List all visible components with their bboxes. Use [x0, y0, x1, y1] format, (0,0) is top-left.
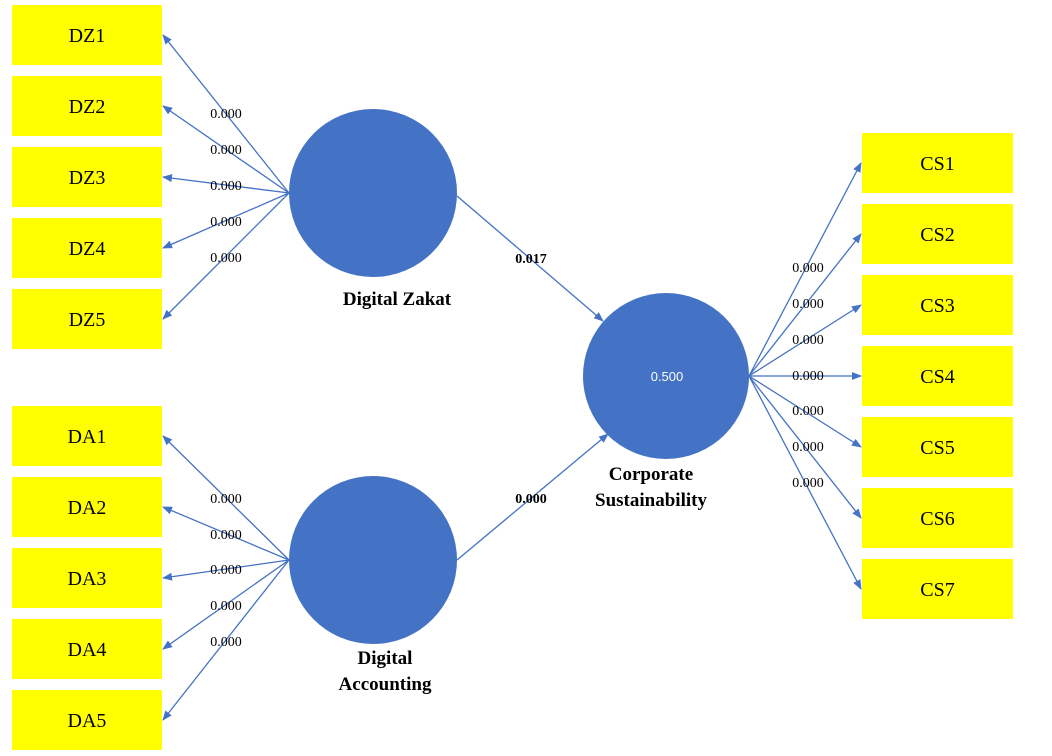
- latent-label-digital-accounting-line2: Accounting: [339, 674, 432, 695]
- loading-dz-5: 0.000: [210, 251, 242, 266]
- loading-arrow-cs-3: [748, 304, 862, 377]
- loading-arrow-cs-5: [748, 375, 862, 448]
- indicator-dz2-label: DZ2: [69, 96, 106, 118]
- indicator-dz3: DZ3: [12, 147, 162, 207]
- r-squared-corporate-sustainability: 0.500: [651, 369, 684, 384]
- path-coefficient-da-to-cs: 0.000: [515, 492, 547, 507]
- indicator-cs4-label: CS4: [920, 366, 954, 388]
- latent-label-digital-accounting-line1: Digital: [358, 648, 413, 669]
- indicator-dz1-label: DZ1: [69, 25, 106, 47]
- loading-arrow-cs-2: [748, 233, 862, 377]
- loading-cs-1: 0.000: [792, 261, 824, 276]
- indicator-dz4: DZ4: [12, 218, 162, 278]
- loading-arrow-cs-1: [748, 162, 862, 377]
- indicator-cs2: CS2: [862, 204, 1013, 264]
- indicator-cs3: CS3: [862, 275, 1013, 335]
- loading-cs-4: 0.000: [792, 369, 824, 384]
- indicator-da4-label: DA4: [68, 639, 107, 661]
- indicator-cs1-label: CS1: [920, 153, 954, 175]
- latent-digital-accounting: [289, 476, 457, 644]
- indicator-dz3-label: DZ3: [69, 167, 106, 189]
- indicator-dz2: DZ2: [12, 76, 162, 136]
- indicator-cs6-label: CS6: [920, 508, 954, 530]
- indicator-cs4: CS4: [862, 346, 1013, 406]
- indicator-dz5: DZ5: [12, 289, 162, 349]
- loading-arrow-da-1: [162, 435, 290, 561]
- latent-label-digital-zakat: Digital Zakat: [343, 289, 452, 310]
- latent-corporate-sustainability: [583, 293, 749, 459]
- indicator-cs1: CS1: [862, 133, 1013, 193]
- loading-cs-7: 0.000: [792, 476, 824, 491]
- path-arrow-dz-to-cs: [456, 195, 604, 322]
- indicator-cs7: CS7: [862, 559, 1013, 619]
- loading-arrow-da-4: [162, 559, 290, 650]
- loading-da-2: 0.000: [210, 528, 242, 543]
- path-arrow-da-to-cs: [456, 433, 609, 561]
- loading-arrow-da-2: [162, 506, 290, 561]
- indicator-dz4-label: DZ4: [69, 238, 106, 260]
- loading-da-1: 0.000: [210, 492, 242, 507]
- indicator-cs6: CS6: [862, 488, 1013, 548]
- loading-arrow-da-5: [162, 559, 290, 721]
- indicator-da1: DA1: [12, 406, 162, 466]
- loading-dz-1: 0.000: [210, 107, 242, 122]
- loading-dz-3: 0.000: [210, 179, 242, 194]
- indicator-cs5-label: CS5: [920, 437, 954, 459]
- loading-cs-6: 0.000: [792, 440, 824, 455]
- loading-arrow-dz-3: [162, 174, 290, 194]
- indicator-cs5: CS5: [862, 417, 1013, 477]
- loading-dz-4: 0.000: [210, 215, 242, 230]
- indicator-da3-label: DA3: [68, 568, 107, 590]
- indicator-dz5-label: DZ5: [69, 309, 106, 331]
- loading-arrow-cs-7: [748, 375, 862, 590]
- indicator-da5: DA5: [12, 690, 162, 750]
- loading-arrow-cs-6: [748, 375, 862, 519]
- indicator-da3: DA3: [12, 548, 162, 608]
- loading-da-5: 0.000: [210, 635, 242, 650]
- loading-arrow-da-3: [162, 559, 290, 581]
- loading-arrow-dz-1: [162, 34, 290, 194]
- latent-digital-zakat: [289, 109, 457, 277]
- indicator-dz1: DZ1: [12, 5, 162, 65]
- loading-arrow-dz-4: [162, 192, 290, 249]
- indicator-cs3-label: CS3: [920, 295, 954, 317]
- indicator-da2-label: DA2: [68, 497, 107, 519]
- loading-arrow-dz-2: [162, 105, 290, 194]
- loading-cs-5: 0.000: [792, 404, 824, 419]
- latent-label-corporate-sustainability-line2: Sustainability: [595, 490, 707, 511]
- indicator-cs7-label: CS7: [920, 579, 954, 601]
- loading-cs-2: 0.000: [792, 297, 824, 312]
- loading-da-3: 0.000: [210, 563, 242, 578]
- loading-arrow-dz-5: [162, 192, 290, 320]
- indicator-da2: DA2: [12, 477, 162, 537]
- path-coefficient-dz-to-cs: 0.017: [515, 252, 547, 267]
- loading-dz-2: 0.000: [210, 143, 242, 158]
- indicator-da1-label: DA1: [68, 426, 107, 448]
- loading-cs-3: 0.000: [792, 333, 824, 348]
- indicator-da4: DA4: [12, 619, 162, 679]
- indicator-da5-label: DA5: [68, 710, 107, 732]
- loading-da-4: 0.000: [210, 599, 242, 614]
- latent-label-corporate-sustainability-line1: Corporate: [609, 464, 693, 485]
- indicator-cs2-label: CS2: [920, 224, 954, 246]
